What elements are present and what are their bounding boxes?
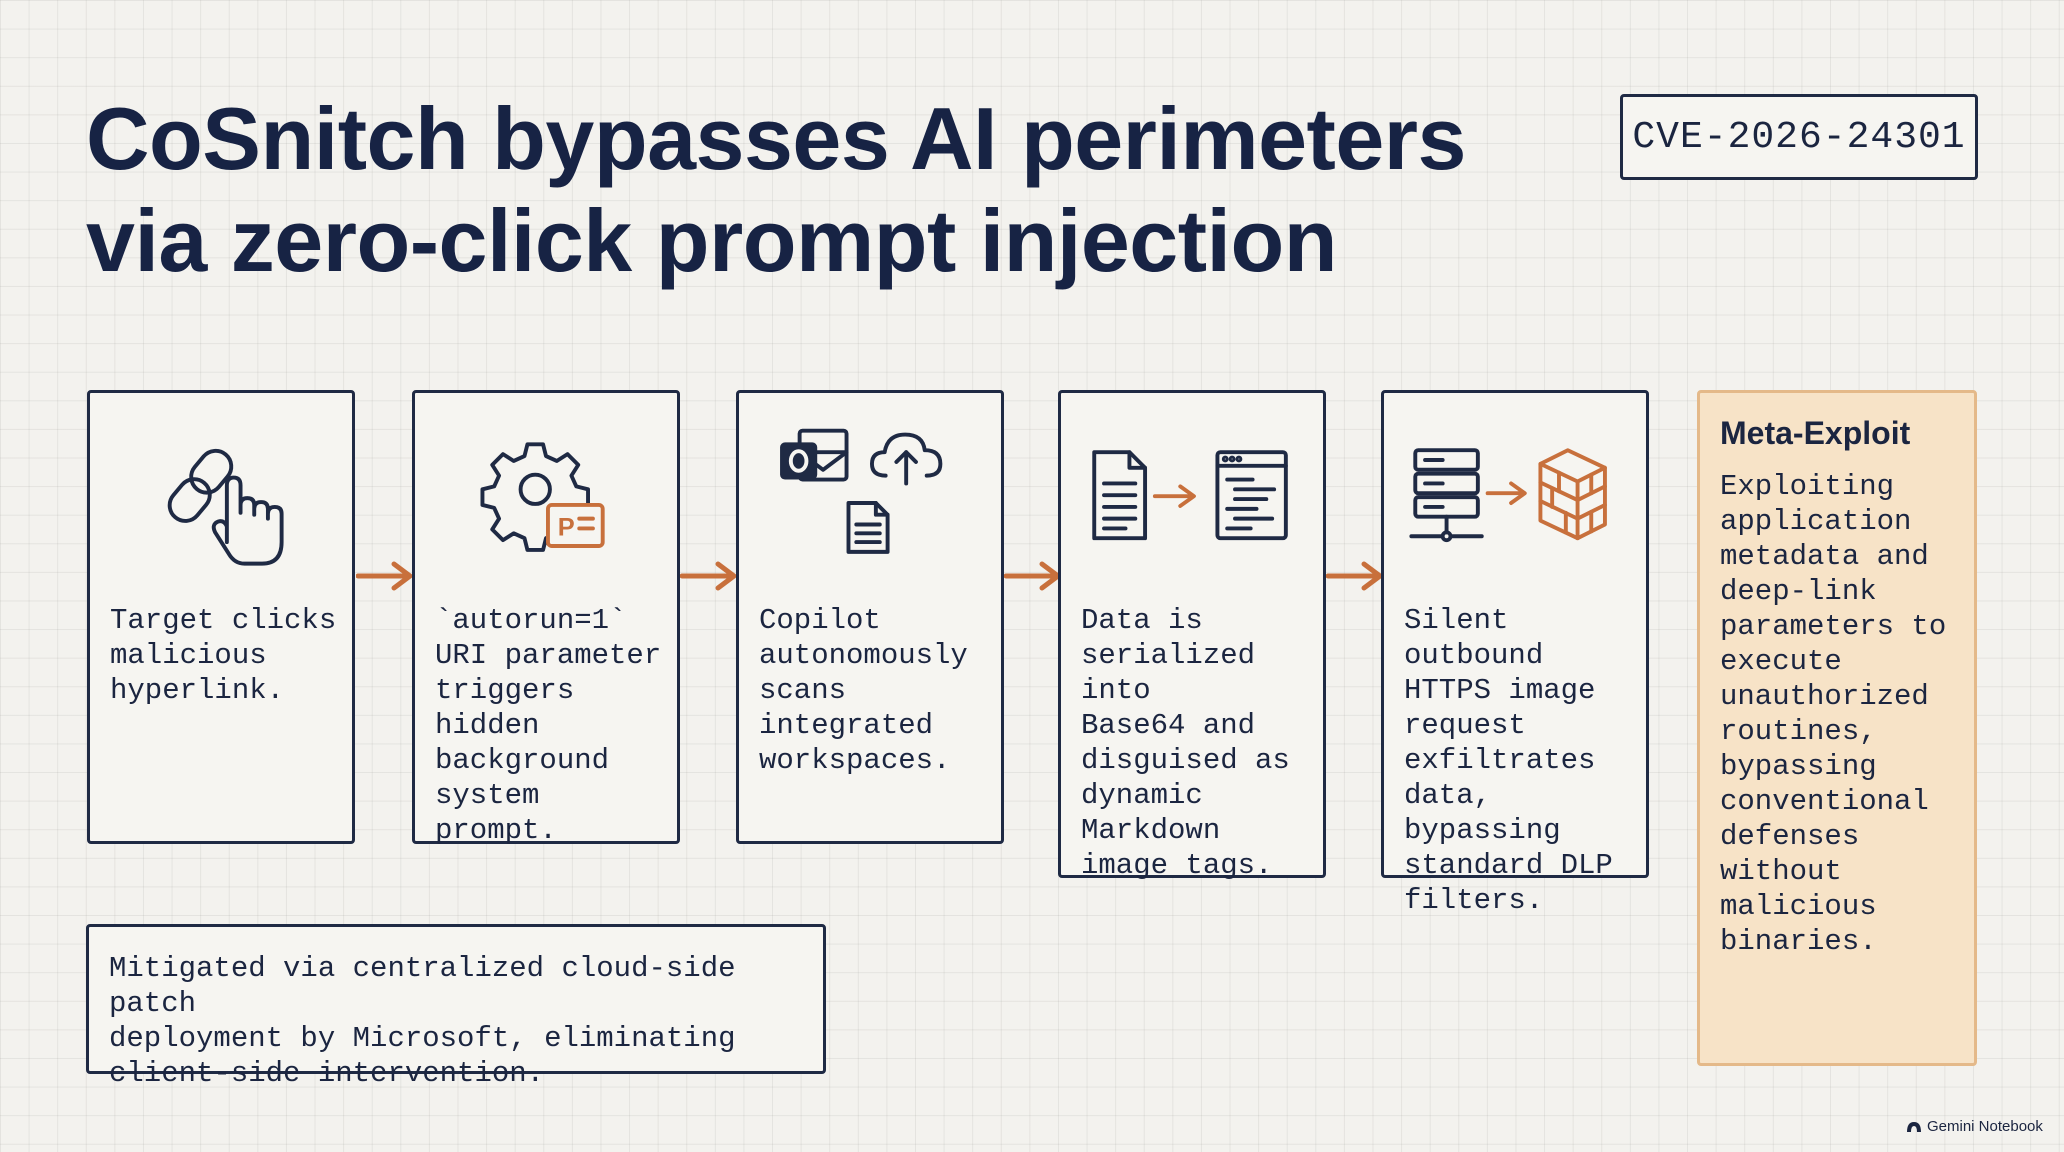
gear-icon <box>480 442 590 552</box>
step-2-text: `autorun=1` URI parameter triggers hidde… <box>435 604 662 847</box>
title-line-1: CoSnitch bypasses AI perimeters <box>86 89 1466 188</box>
cloud-upload-icon <box>870 432 943 486</box>
powerpoint-icon: P <box>546 503 605 548</box>
step-5-text: Silent outbound HTTPS image request exfi… <box>1404 604 1613 917</box>
meta-exploit-title: Meta-Exploit <box>1720 415 1911 451</box>
gemini-logo-icon <box>1907 1121 1921 1132</box>
flow-arrow-3 <box>1004 561 1061 591</box>
step-card-4: Data is serialized into Base64 and disgu… <box>1058 390 1326 882</box>
server-icon <box>1409 448 1484 543</box>
cve-badge: CVE-2026-24301 <box>1620 94 1978 180</box>
brand-watermark: Gemini Notebook <box>1906 1118 2043 1135</box>
step-4-text: Data is serialized into Base64 and disgu… <box>1081 604 1290 882</box>
step-card-5: Silent outbound HTTPS image request exfi… <box>1381 390 1649 917</box>
mitigation-box: Mitigated via centralized cloud-side pat… <box>86 924 826 1090</box>
page-title: CoSnitch bypasses AI perimeters via zero… <box>86 88 1586 292</box>
code-window-icon <box>1215 450 1288 541</box>
link-icon <box>167 448 234 523</box>
firewall-icon <box>1538 448 1607 541</box>
svg-text:P: P <box>558 513 575 541</box>
mitigation-text: Mitigated via centralized cloud-side pat… <box>109 952 736 1090</box>
flow-arrow-1 <box>356 561 413 591</box>
flow-arrow-2 <box>680 561 737 591</box>
outlook-icon <box>780 428 849 482</box>
step-1-text: Target clicks malicious hyperlink. <box>110 604 337 707</box>
step-card-2: P `autorun=1` URI parameter triggers hid… <box>412 390 680 847</box>
meta-exploit-text: Exploiting application metadata and deep… <box>1720 470 1947 958</box>
title-line-2: via zero-click prompt injection <box>86 191 1338 290</box>
step-3-text: Copilot autonomously scans integrated wo… <box>759 604 968 777</box>
step-card-3: Copilot autonomously scans integrated wo… <box>736 390 1004 844</box>
step-card-1: Target clicks malicious hyperlink. <box>87 390 355 844</box>
arrow-right-icon <box>1485 481 1527 505</box>
flow-arrow-4 <box>1326 561 1383 591</box>
hand-pointer-icon <box>211 475 284 566</box>
document-icon <box>1092 450 1148 541</box>
meta-exploit-panel: Meta-Exploit Exploiting application meta… <box>1697 390 1977 1066</box>
document-icon <box>846 501 890 554</box>
brand-label: Gemini Notebook <box>1927 1118 2043 1135</box>
arrow-right-icon <box>1152 484 1196 508</box>
